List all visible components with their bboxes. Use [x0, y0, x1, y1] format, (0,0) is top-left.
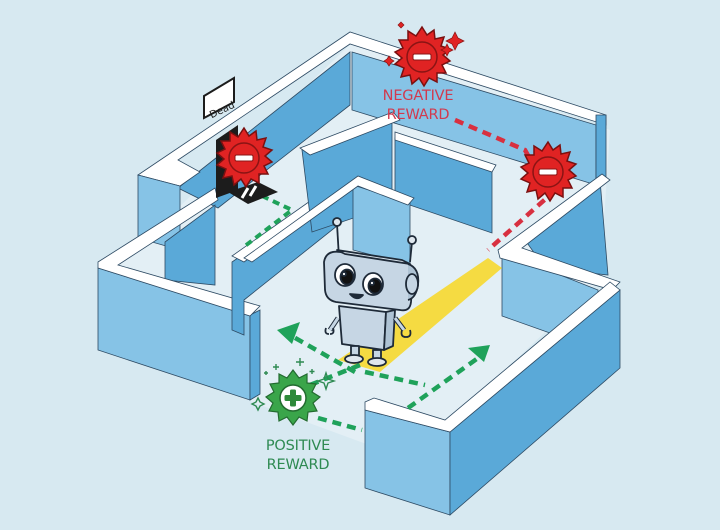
wall-bottom-top [364, 281, 621, 433]
path-right [364, 369, 426, 388]
wall-right-top [497, 173, 621, 291]
negative-reward-label: NEGATIVE REWARD [368, 87, 468, 125]
wall-left-front-end [249, 309, 261, 401]
wall-center-right-top [394, 131, 497, 173]
dead-sign: Dead [203, 76, 237, 121]
positive-reward-label: POSITIVE REWARD [248, 437, 348, 475]
negative-path [454, 117, 553, 252]
path-to-dead-end [243, 194, 296, 248]
sparkle-icons-negative [383, 21, 465, 67]
positive-reward-label-line2: REWARD [266, 457, 330, 473]
arrow-up-right-icon [468, 345, 490, 362]
negative-reward-label-line1: NEGATIVE [382, 88, 454, 104]
negative-reward-label-line2: REWARD [386, 107, 450, 123]
positive-reward-icon [264, 369, 322, 426]
path-bottom [317, 415, 363, 433]
wall-left-inner-face [164, 204, 216, 286]
wall-center-back-top [299, 111, 401, 156]
robot-agent [323, 217, 420, 367]
path-left [288, 333, 357, 374]
arrow-left-icon [277, 322, 300, 344]
wall-center-inner-top [243, 175, 415, 263]
positive-reward-label-line1: POSITIVE [265, 438, 331, 454]
sparkle-icons-positive [250, 358, 337, 412]
